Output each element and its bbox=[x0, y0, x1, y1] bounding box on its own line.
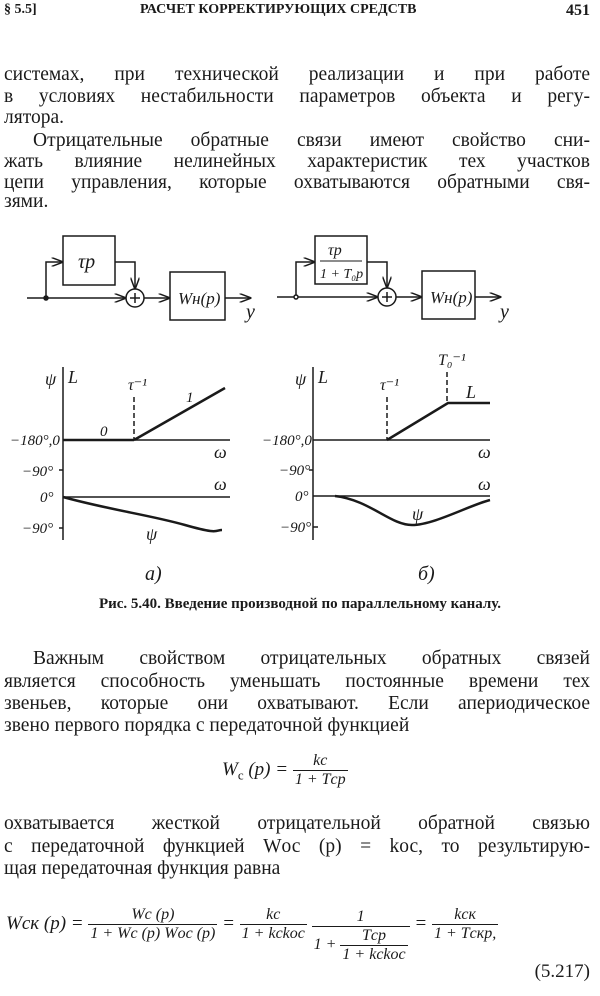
text-line: цепи управления, которые охватываются об… bbox=[4, 172, 590, 193]
tick-label: −90° bbox=[22, 464, 53, 480]
break-label: τ⁻¹ bbox=[128, 377, 147, 394]
tick-label: 0° bbox=[40, 490, 54, 506]
axis-label-l: L bbox=[67, 367, 78, 387]
block-plant-label: Wн(p) bbox=[178, 289, 221, 308]
tick-label: −90° bbox=[280, 520, 311, 536]
tick-label: −180°,0 bbox=[10, 433, 60, 449]
text-line: с передаточной функцией Wос (p) = kос, т… bbox=[4, 836, 590, 857]
text-line: щая передаточная функция равна bbox=[4, 858, 281, 879]
subfigure-label: б) bbox=[418, 563, 435, 585]
text-line: зями. bbox=[4, 191, 49, 212]
axis-label-l: L bbox=[317, 367, 328, 387]
text-line: Важным свойством отрицательных обратных … bbox=[33, 648, 590, 669]
running-title: РАСЧЕТ КОРРЕКТИРУЮЩИХ СРЕДСТВ bbox=[140, 2, 417, 17]
block-num-label: τp bbox=[328, 242, 342, 259]
figure-5-40: τp Wн(p) y τp 1 + T₀p Wн(p) y ψ L τ⁻¹ 0 … bbox=[10, 235, 509, 585]
block-diagram-a bbox=[27, 235, 250, 321]
tick-label: −90° bbox=[279, 463, 310, 479]
slope-label: 1 bbox=[186, 390, 194, 406]
text-line: звено первого порядка с передаточной фун… bbox=[4, 715, 410, 736]
text-line: является способность уменьшать постоянны… bbox=[4, 671, 590, 692]
block-plant-label: Wн(p) bbox=[430, 288, 473, 307]
axis-label-phi: ψ bbox=[295, 369, 307, 389]
block-tau-p-label: τp bbox=[78, 251, 95, 273]
plot-a bbox=[59, 367, 230, 540]
axis-label-phi: ψ bbox=[45, 369, 57, 389]
break-label: T₀⁻¹ bbox=[438, 352, 466, 369]
text-line: в условиях нестабильности параметров объ… bbox=[4, 86, 590, 107]
text-line: системах, при технической реализации и п… bbox=[4, 64, 590, 85]
equation-number: (5.217) bbox=[534, 961, 590, 982]
subfigure-label: а) bbox=[145, 563, 162, 585]
axis-label-omega: ω bbox=[478, 474, 491, 494]
break-label: τ⁻¹ bbox=[380, 377, 399, 394]
tick-label: −90° bbox=[22, 521, 53, 537]
block-den-label: 1 + T₀p bbox=[320, 267, 363, 282]
tick-label: 0° bbox=[295, 489, 309, 505]
text-line: звеньев, которые они охватывают. Если ап… bbox=[4, 693, 590, 714]
block-diagram-b bbox=[277, 235, 500, 320]
axis-label-omega: ω bbox=[214, 474, 227, 494]
output-label: y bbox=[244, 301, 255, 323]
curve-label: L bbox=[465, 382, 476, 402]
figure-caption: Рис. 5.40. Введение производной по парал… bbox=[98, 596, 502, 612]
text-line: Отрицательные обратные связи имеют свойс… bbox=[33, 130, 590, 151]
axis-label-omega: ω bbox=[214, 442, 227, 462]
page-number: 451 bbox=[566, 2, 590, 19]
section-number: § 5.5] bbox=[4, 2, 37, 17]
plot-b bbox=[309, 367, 491, 540]
output-label: y bbox=[498, 301, 509, 323]
curve-label: ψ bbox=[146, 524, 158, 544]
tick-label: −180°,0 bbox=[262, 433, 312, 449]
text-line: охватывается жесткой отрицательной обрат… bbox=[4, 813, 590, 834]
text-line: жать влияние нелинейных характеристик те… bbox=[4, 151, 590, 172]
curve-label: ψ bbox=[412, 504, 424, 524]
text-line: лятора. bbox=[4, 107, 64, 128]
axis-label-omega: ω bbox=[478, 442, 491, 462]
slope-label: 0 bbox=[100, 424, 108, 440]
